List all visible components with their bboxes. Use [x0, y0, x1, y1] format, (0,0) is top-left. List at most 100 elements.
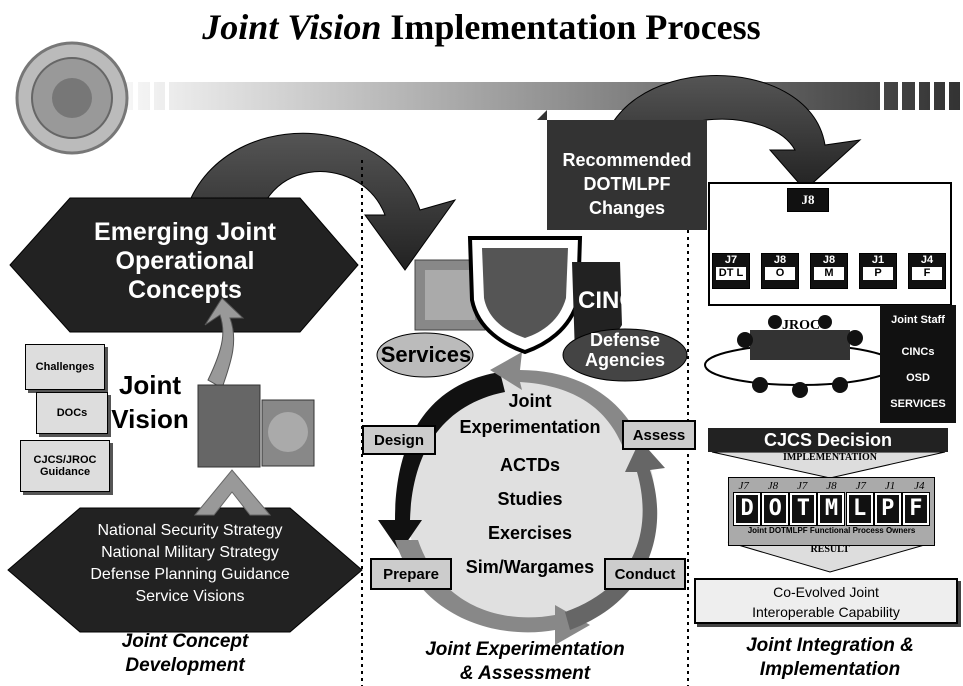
dotmlpf-letter: T — [789, 492, 818, 526]
staff-item: CINCs — [901, 346, 935, 358]
j8-top-box: J8 — [787, 188, 829, 212]
dotmlpf-code: J4 — [914, 480, 925, 492]
org-box-code: J7 — [724, 254, 738, 266]
org-box-code: J8 — [822, 254, 836, 266]
cycle-item: Experimentation — [459, 417, 601, 437]
strategy-item: Service Visions — [135, 588, 245, 605]
defense-agencies-label: Defense Agencies — [570, 330, 680, 370]
staff-item: OSD — [906, 372, 930, 384]
prepare-label: Prepare — [370, 558, 452, 590]
staff-item: Joint Staff — [891, 314, 945, 326]
dotmlpf-letter: P — [873, 492, 902, 526]
conduct-label: Conduct — [604, 558, 686, 590]
dotmlpf-codes: J7 J8 J7 J8 J7 J1 J4 — [729, 480, 934, 492]
cycle-arc-right — [565, 440, 665, 630]
dotmlpf-letter: M — [817, 492, 846, 526]
strategy-hexagon — [7, 507, 363, 633]
org-box-code: J8 — [773, 254, 787, 266]
strategy-item: Defense Planning Guidance — [90, 566, 290, 583]
left-caption: Joint Concept Development — [60, 630, 310, 678]
recommended-line3: Changes — [588, 198, 666, 218]
segmented-bar — [90, 82, 960, 110]
staff-list-box: Joint Staff CINCs OSD SERVICES — [880, 305, 956, 423]
joint-vision-label: Joint Vision — [111, 370, 189, 434]
dotmlpf-panel: J7 J8 J7 J8 J7 J1 J4 D O T M L P F Joint… — [728, 477, 935, 546]
seal-emblem — [15, 41, 129, 155]
dotmlpf-code: J7 — [855, 480, 866, 492]
docs-document: DOCs — [36, 392, 108, 434]
org-box-sub: O — [765, 267, 795, 280]
middle-caption: Joint Experimentation & Assessment — [375, 638, 675, 686]
left-caption-line2: Development — [125, 655, 245, 676]
dotmlpf-code: J7 — [797, 480, 808, 492]
right-caption: Joint Integration & Implementation — [705, 634, 955, 682]
services-label: Services — [380, 342, 472, 367]
dotmlpf-letters: D O T M L P F — [733, 492, 930, 526]
org-box-sub: M — [814, 267, 844, 280]
title-rest: Implementation Process — [390, 7, 761, 47]
strategy-item: National Security Strategy — [97, 522, 283, 539]
emerging-concepts-label: Emerging Joint Operational Concepts — [94, 218, 276, 304]
defense-line2: Agencies — [584, 350, 666, 370]
cjcs-decision-bar: CJCS Decision — [708, 428, 948, 452]
dotmlpf-code: J7 — [738, 480, 749, 492]
dotmlpf-letter: D — [733, 492, 762, 526]
jroc-table-illustration — [704, 315, 896, 398]
coevolved-line2: Interoperable Capability — [752, 604, 900, 620]
dotmlpf-code: J1 — [884, 480, 896, 492]
emerging-hexagon — [9, 197, 359, 333]
middle-caption-line2: & Assessment — [459, 663, 591, 684]
jroc-label: JROC — [782, 318, 821, 333]
recommended-changes-box: Recommended DOTMLPF Changes — [547, 148, 707, 220]
recommended-line2: DOTMLPF — [583, 174, 671, 194]
dotmlpf-letter: F — [901, 492, 930, 526]
cycle-item: Sim/Wargames — [465, 557, 595, 577]
implementation-label: IMPLEMENTATION — [782, 452, 878, 463]
right-caption-line2: Implementation — [759, 659, 901, 680]
cycle-item: Exercises — [487, 523, 573, 543]
org-box-sub: DT L — [716, 267, 746, 280]
result-label: RESULT — [810, 544, 850, 555]
cycle-item: Joint — [508, 391, 552, 411]
challenges-document: Challenges — [25, 344, 105, 390]
strategy-item: National Military Strategy — [101, 544, 279, 561]
cincs-label: CINCs — [578, 287, 651, 314]
recommended-line1: Recommended — [562, 150, 692, 170]
cycle-arc-top — [490, 352, 640, 445]
title-italic: Joint Vision — [202, 7, 382, 47]
cycle-item: ACTDs — [499, 455, 560, 475]
cycle-item: Studies — [497, 489, 563, 509]
org-box-sub: P — [863, 267, 893, 280]
cjcs-jroc-guidance-document: CJCS/JROC Guidance — [20, 440, 110, 492]
dotmlpf-letter: L — [845, 492, 874, 526]
coevolved-capability-box: Co-Evolved Joint Interoperable Capabilit… — [694, 578, 958, 624]
defense-line1: Defense — [589, 330, 661, 350]
design-label: Design — [362, 425, 436, 455]
page-title: Joint Vision Implementation Process — [0, 6, 963, 48]
staff-item: SERVICES — [890, 398, 946, 410]
dotmlpf-code: J8 — [767, 480, 779, 492]
cycle-arc-left — [378, 372, 505, 552]
dotmlpf-letter: O — [761, 492, 790, 526]
dotmlpf-footer: Joint DOTMLPF Functional Process Owners — [747, 526, 916, 535]
cycle-center-list: Joint Experimentation ACTDs Studies Exer… — [440, 388, 620, 584]
right-caption-line1: Joint Integration & — [746, 635, 914, 656]
org-box-code: J1 — [871, 254, 885, 266]
left-caption-line1: Joint Concept — [121, 631, 249, 652]
coevolved-line1: Co-Evolved Joint — [773, 584, 879, 600]
org-box-sub: F — [912, 267, 942, 280]
strategy-list: National Security Strategy National Mili… — [40, 520, 340, 608]
implementation-funnel — [711, 451, 946, 479]
assess-label: Assess — [622, 420, 696, 450]
middle-caption-line1: Joint Experimentation — [425, 639, 625, 660]
org-box-code: J4 — [920, 254, 934, 266]
cycle-arc-bottom — [395, 540, 590, 645]
dotmlpf-code: J8 — [826, 480, 837, 492]
